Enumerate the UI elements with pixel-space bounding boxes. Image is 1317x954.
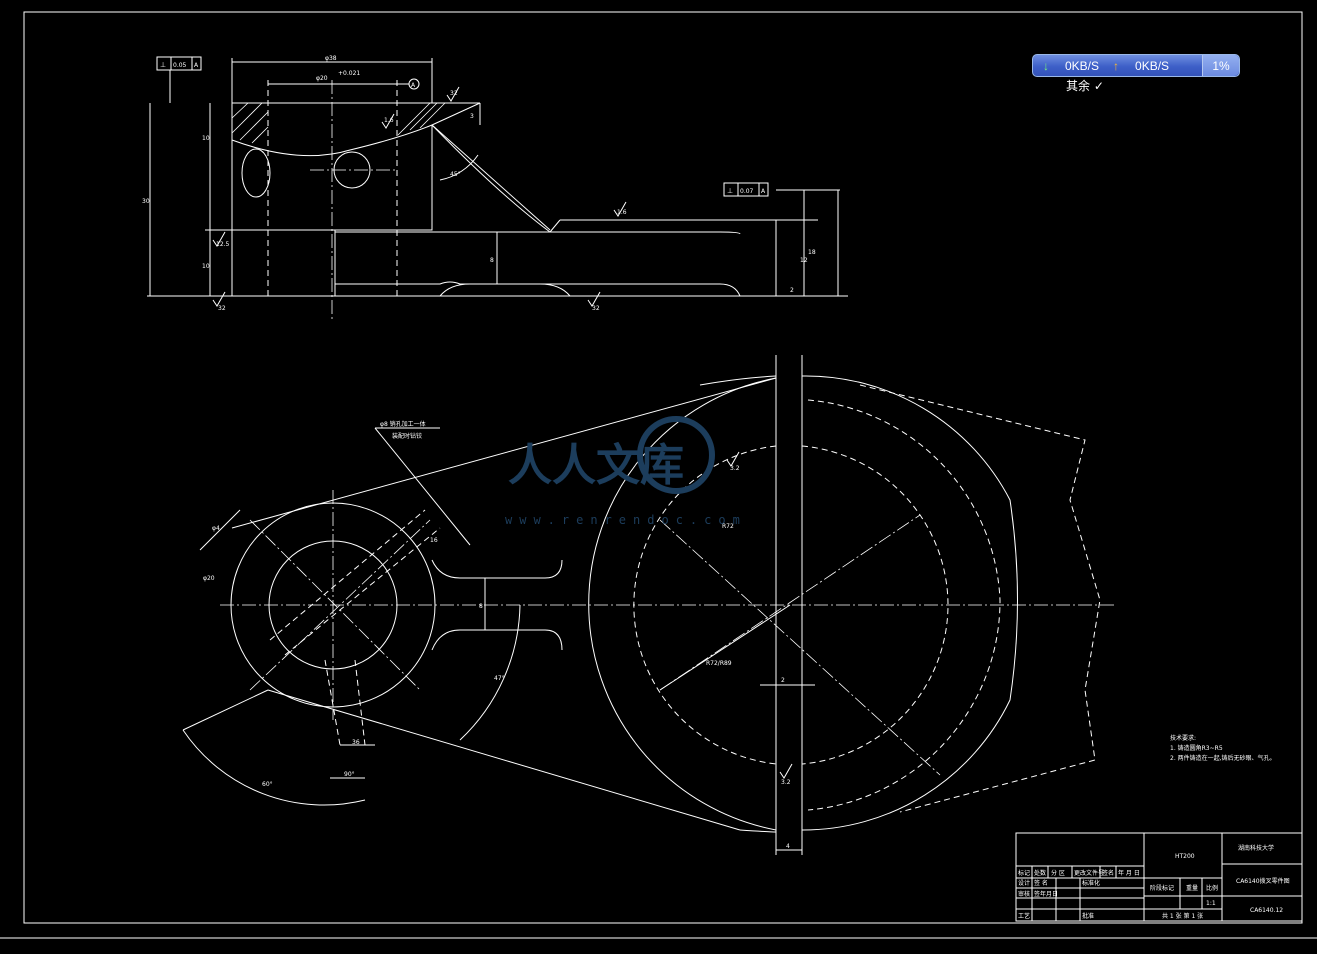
dim-2: 2 — [781, 677, 785, 684]
download-segment: ↓ 0KB/S — [1033, 59, 1099, 73]
tb-scale: 1:1 — [1206, 900, 1216, 907]
tb-material: HT200 — [1175, 853, 1195, 860]
dim-d1: φ4 — [212, 525, 220, 532]
rough-2: 1.6 — [384, 117, 394, 124]
tb-row2-0: 设计 — [1018, 879, 1030, 887]
tb-weight-label: 重量 — [1186, 884, 1198, 892]
tb-row1-4: 签名 — [1102, 869, 1114, 877]
front-section-view: ⊥ 0.05 A — [142, 55, 848, 320]
plan-view: φ8 销孔加工一体 装配时钻铰 φ4 φ20 R72/R89 R72 16 8 … — [182, 355, 1115, 855]
drawing-border — [23, 11, 1303, 924]
dim-width: φ38 — [325, 55, 337, 62]
tb-row1-0: 标记 — [1018, 869, 1030, 877]
watermark-url: www.renrendoc.com — [505, 513, 747, 527]
tech-req-line2: 2. 两件铸造在一起,铸后无砂眼、气孔。 — [1170, 754, 1276, 762]
tb-part-name: CA6140拨叉零件图 — [1236, 877, 1290, 885]
roughness-note: 其余 ✓ — [1066, 77, 1104, 94]
dim-16: 16 — [430, 537, 438, 544]
dim-lower: 10 — [202, 263, 210, 270]
perp-tol-1: 0.05 — [173, 62, 187, 69]
dim-height-total: 30 — [142, 198, 150, 205]
dim-4: 4 — [786, 843, 790, 850]
arrow-up-icon: ↑ — [1113, 58, 1120, 73]
dim-8: 8 — [479, 603, 483, 610]
tb-row3-1: 签年月日 — [1034, 890, 1058, 898]
dim-right-1: 12 — [800, 257, 808, 264]
dim-right-3: 2 — [790, 287, 794, 294]
rough-b: 3.2 — [781, 779, 791, 786]
tb-sheet: 共 1 张 第 1 张 — [1162, 912, 1203, 920]
perp-datum-2: A — [761, 188, 766, 195]
rough-4: 32 — [218, 305, 226, 312]
dim-right-2: 18 — [808, 249, 816, 256]
tech-req-line1: 1. 铸造圆角R3~R5 — [1170, 744, 1223, 752]
tb-school: 湖南科技大学 — [1238, 844, 1274, 852]
arrow-down-icon: ↓ — [1043, 58, 1049, 73]
watermark: 人人文库 www.renrendoc.com — [505, 416, 747, 527]
technical-requirements: 技术要求: 1. 铸造圆角R3~R5 2. 两件铸造在一起,铸后无砂眼、气孔。 — [1170, 734, 1276, 762]
dim-d2: φ20 — [203, 575, 215, 582]
note-line2: 装配时钻铰 — [392, 432, 422, 440]
dim-bore: φ20 — [316, 75, 328, 82]
tb-stage-label: 阶段标记 — [1150, 884, 1174, 892]
dim-r2: R72/R89 — [706, 660, 732, 667]
rough-1: 32 — [450, 90, 458, 97]
tech-req-title: 技术要求: — [1170, 734, 1196, 742]
dim-offset: 3 — [470, 113, 474, 120]
tb-row2-1: 签 名 — [1034, 879, 1048, 887]
roughness-note-text: 其余 — [1066, 79, 1091, 93]
usage-percent[interactable]: 1% — [1202, 55, 1239, 76]
tb-scale-label: 比例 — [1206, 884, 1218, 892]
tb-row1-5: 年 月 日 — [1118, 869, 1140, 877]
upload-speed: 0KB/S — [1135, 58, 1170, 73]
rough-3: 12.5 — [216, 241, 230, 248]
tb-drawing-no: CA6140.12 — [1250, 907, 1283, 914]
network-speed-widget[interactable]: ↓ 0KB/S ↑ 0KB/S 1% — [1032, 54, 1240, 77]
rough-6: 1.6 — [617, 209, 627, 216]
note-line1: φ8 销孔加工一体 — [380, 420, 426, 428]
dim-upper: 10 — [202, 135, 210, 142]
dim-47: 47° — [494, 675, 505, 682]
tb-row3-0: 审核 — [1018, 890, 1030, 898]
perp-tol-2: 0.07 — [740, 188, 754, 195]
upload-segment: ↑ 0KB/S — [1099, 59, 1169, 73]
tb-row1-1: 处数 — [1034, 869, 1046, 877]
dim-90: 90° — [344, 771, 355, 778]
dim-angle: 45° — [450, 171, 461, 178]
roughness-check-icon: ✓ — [1093, 79, 1104, 93]
tb-row2-2: 标准化 — [1082, 879, 1100, 887]
roughness-symbols-top: 32 1.6 12.5 32 32 1.6 — [212, 86, 627, 312]
watermark-text: 人人文库 — [508, 440, 684, 491]
datum-label: A — [411, 82, 416, 89]
dim-60: 60° — [262, 781, 273, 788]
svg-text:⊥: ⊥ — [160, 61, 166, 69]
download-speed: 0KB/S — [1065, 58, 1100, 73]
title-block: HT200 湖南科技大学 CA6140拨叉零件图 CA6140.12 阶段标记 … — [1015, 832, 1303, 922]
perpendicularity-frame-2: ⊥ 0.07 A — [723, 182, 769, 197]
dim-bore-tol: +0.021 — [338, 70, 360, 77]
rough-5: 32 — [592, 305, 600, 312]
perp-datum-1: A — [194, 62, 199, 69]
dim-36: 36 — [352, 739, 360, 746]
tb-row1-3: 更改文件号 — [1074, 869, 1104, 877]
dim-rib: 8 — [490, 257, 494, 264]
section-hatching — [231, 102, 446, 144]
rough-a: 3.2 — [730, 465, 740, 472]
dim-r1: R72 — [722, 523, 734, 530]
svg-text:⊥: ⊥ — [727, 187, 733, 195]
tb-row4-0: 工艺 — [1018, 912, 1030, 920]
tb-row1-2: 分 区 — [1051, 869, 1065, 877]
perpendicularity-frame-1: ⊥ 0.05 A — [156, 56, 202, 103]
tb-row4-1: 批准 — [1082, 912, 1094, 920]
